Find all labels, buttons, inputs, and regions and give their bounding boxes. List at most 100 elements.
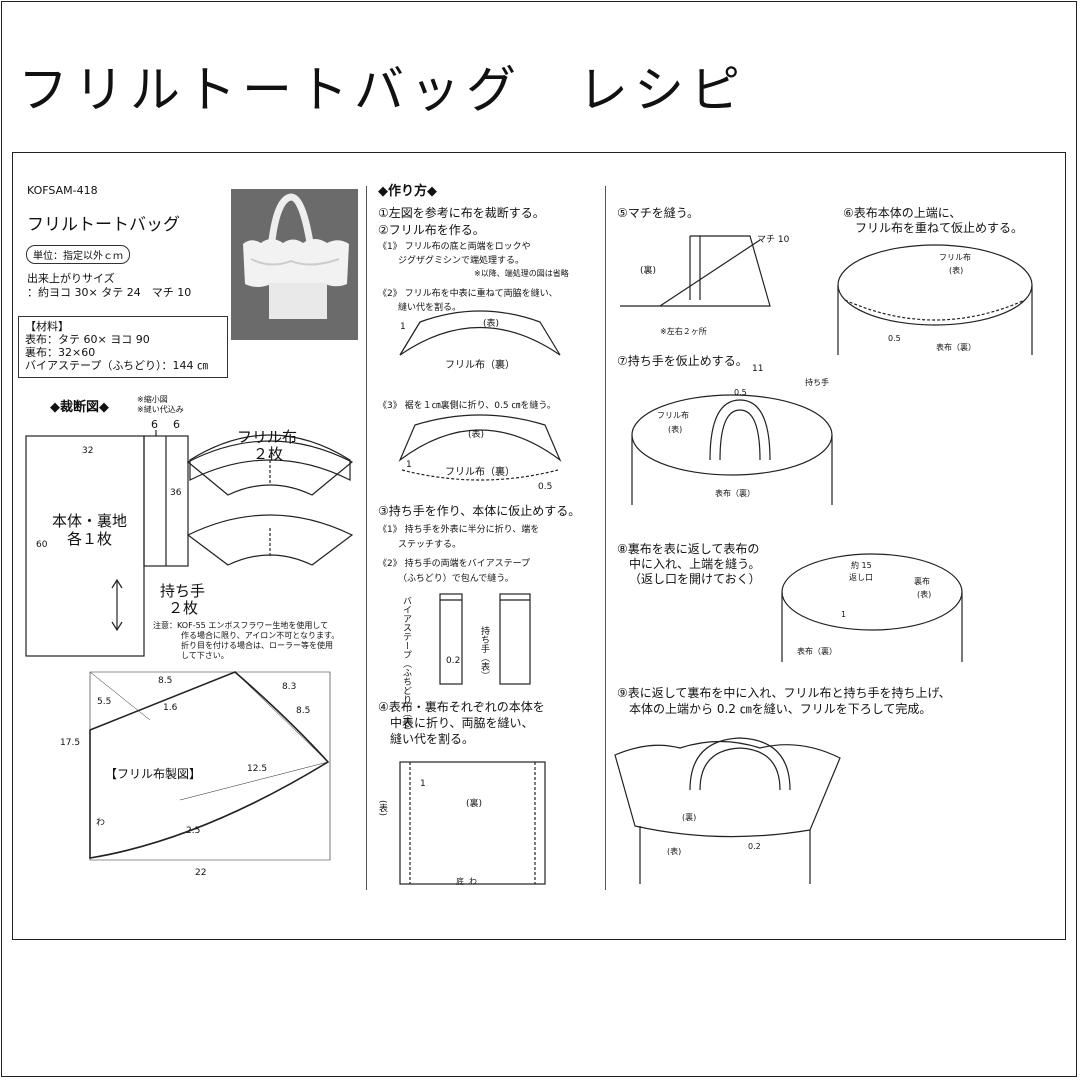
- diagram-label: (裏): [682, 813, 697, 822]
- step-text: 《1》 フリル布の底と両端をロックや: [378, 242, 531, 252]
- diagram-label: (表): [949, 266, 964, 275]
- diagram-label: バイアステープ（ふちどり）（表）: [401, 596, 411, 736]
- cutting-heading: ◆裁断図◆: [50, 400, 109, 415]
- materials-heading: 【材料】: [25, 320, 69, 333]
- step-text: ⑨表に返して裏布を中に入れ、フリル布と持ち手を持ち上げ、: [617, 686, 951, 700]
- diagram-label: フリル布（裏）: [445, 467, 515, 478]
- diagram-label: 約 15: [851, 561, 872, 570]
- step-text: フリル布を重ねて仮止めする。: [855, 221, 1024, 235]
- steps-heading: ◆作り方◆: [378, 184, 437, 199]
- diagram-label: 裏布: [914, 577, 930, 586]
- diagram-label: (表): [468, 430, 485, 440]
- page-title: フリルトートバッグ レシピ: [18, 61, 746, 119]
- diagram-label: 0.5: [538, 482, 553, 492]
- material-item: 裏布：32×60: [25, 346, 96, 359]
- diagram-label: (裏): [640, 266, 657, 276]
- dim-label: 36: [170, 488, 182, 498]
- product-code: KOFSAM-418: [27, 184, 98, 197]
- step-text: ②フリル布を作る。: [378, 223, 485, 237]
- step-text: ⑦持ち手を仮止めする。: [617, 354, 748, 368]
- dim-label: 5.5: [97, 697, 112, 707]
- diagram-label: フリル布: [657, 411, 689, 420]
- step-text: ジグザグミシンで端処理する。: [398, 256, 525, 266]
- body-count: 各１枚: [67, 530, 113, 548]
- step-text: ⑧裏布を表に返して表布の: [617, 542, 760, 556]
- material-item: バイアステープ（ふちどり）：144 ㎝: [25, 359, 209, 372]
- diagram-label: フリル布: [939, 253, 971, 262]
- frill-label: フリル布: [237, 428, 298, 446]
- dim-label: 8.5: [158, 676, 173, 686]
- dim-label: 2.5: [186, 826, 201, 836]
- diagram-label: 持ち手: [805, 378, 829, 387]
- dim-label: 8.5: [296, 706, 311, 716]
- material-item: 表布：タテ 60× ヨコ 90: [25, 333, 150, 346]
- diagram-label: フリル布（裏）: [445, 360, 515, 371]
- cutting-note: ※縫い代込み: [137, 405, 184, 414]
- dim-label: 6: [173, 418, 180, 431]
- diagram-label: 1: [406, 460, 412, 470]
- diagram-label: (表): [667, 847, 682, 856]
- diagram-label: 表布（裏）: [936, 343, 976, 352]
- column-divider: [366, 186, 367, 890]
- diagram-label: 0.5: [734, 388, 747, 397]
- step-text: ⑤マチを縫う。: [617, 206, 700, 220]
- size-value: ：約ヨコ 30× タテ 24 マチ 10: [27, 286, 192, 299]
- caution-line: 注意：KOF-55 エンボスフラワー生地を使用して: [153, 621, 329, 630]
- unit-badge: 単位：指定以外ｃｍ: [26, 245, 130, 264]
- diagram-label: (表): [668, 425, 683, 434]
- step-text: 中表に折り、両脇を縫い、: [390, 716, 534, 730]
- dim-label: 32: [82, 446, 94, 456]
- step-text: ①左図を参考に布を裁断する。: [378, 206, 545, 220]
- step-text: 縫い代を割る。: [398, 303, 462, 313]
- diagram-label: (表): [483, 319, 500, 329]
- step-text: （ふちどり）で包んで縫う。: [398, 574, 514, 584]
- fold-mark: わ: [96, 818, 106, 828]
- step-text: 本体の上端から 0.2 ㎝を縫い、フリルを下ろして完成。: [629, 702, 932, 716]
- materials-box: 【材料】 表布：タテ 60× ヨコ 90 裏布：32×60 バイアステープ（ふち…: [18, 316, 228, 378]
- dim-label: 12.5: [247, 764, 268, 774]
- product-photo: [231, 189, 358, 340]
- caution-line: して下さい。: [181, 651, 229, 660]
- step-text: ステッチする。: [398, 540, 462, 550]
- step-text: 《1》 持ち手を外表に半分に折り、端を: [378, 525, 540, 535]
- step-text: （返し口を開けておく）: [629, 572, 761, 586]
- diagram-label: (表): [377, 800, 387, 817]
- step-text: ④表布・裏布それぞれの本体を: [378, 700, 545, 714]
- diagram-label: 持ち手（表）: [479, 626, 489, 680]
- diagram-label: 表布（裏）: [797, 647, 837, 656]
- step-text: 《2》 フリル布を中表に重ねて両脇を縫い、: [378, 289, 558, 299]
- diagram-label: 1: [400, 322, 406, 332]
- dim-label: 1.6: [163, 703, 178, 713]
- caution-line: 作る場合に限り、アイロン不可となります。: [181, 631, 340, 640]
- diagram-label: 表布（裏）: [715, 489, 755, 498]
- diagram-label: 1: [420, 779, 426, 789]
- step-note: ※以降、端処理の図は省略: [474, 269, 569, 278]
- step-text: 縫い代を割る。: [390, 732, 475, 746]
- dim-label: 6: [151, 418, 158, 431]
- size-label: 出来上がりサイズ: [27, 272, 115, 285]
- step-text: 《2》 持ち手の両端をバイアステープ: [378, 559, 531, 569]
- diagram-note: ※左右２ヶ所: [660, 327, 707, 336]
- diagram-label: 1: [841, 610, 847, 619]
- cutting-note: ※縮小図: [137, 395, 168, 404]
- diagram-label: 底: [456, 877, 464, 886]
- dim-label: 22: [195, 868, 207, 878]
- diagram-label: 0.5: [888, 334, 901, 343]
- caution-line: 折り目を付ける場合は、ローラー等を使用: [181, 641, 333, 650]
- diagram-label: (表): [917, 590, 932, 599]
- step-text: ③持ち手を作り、本体に仮止めする。: [378, 504, 581, 518]
- dim-label: 60: [36, 540, 48, 550]
- diagram-label: 返し口: [849, 573, 873, 582]
- step-text: ⑥表布本体の上端に、: [843, 206, 962, 220]
- body-label: 本体・裏地: [52, 512, 128, 530]
- handle-label: 持ち手: [160, 582, 206, 600]
- handle-count: ２枚: [168, 599, 199, 617]
- step-text: 《3》 裾を１㎝裏側に折り、0.5 ㎝を縫う。: [378, 401, 556, 411]
- pattern-label: 【フリル布製図】: [105, 767, 202, 781]
- dim-label: 17.5: [60, 738, 81, 748]
- diagram-label: わ: [469, 877, 477, 886]
- diagram-label: 0.2: [446, 656, 461, 666]
- diagram-label: 11: [752, 364, 764, 374]
- diagram-label: マチ 10: [757, 235, 790, 245]
